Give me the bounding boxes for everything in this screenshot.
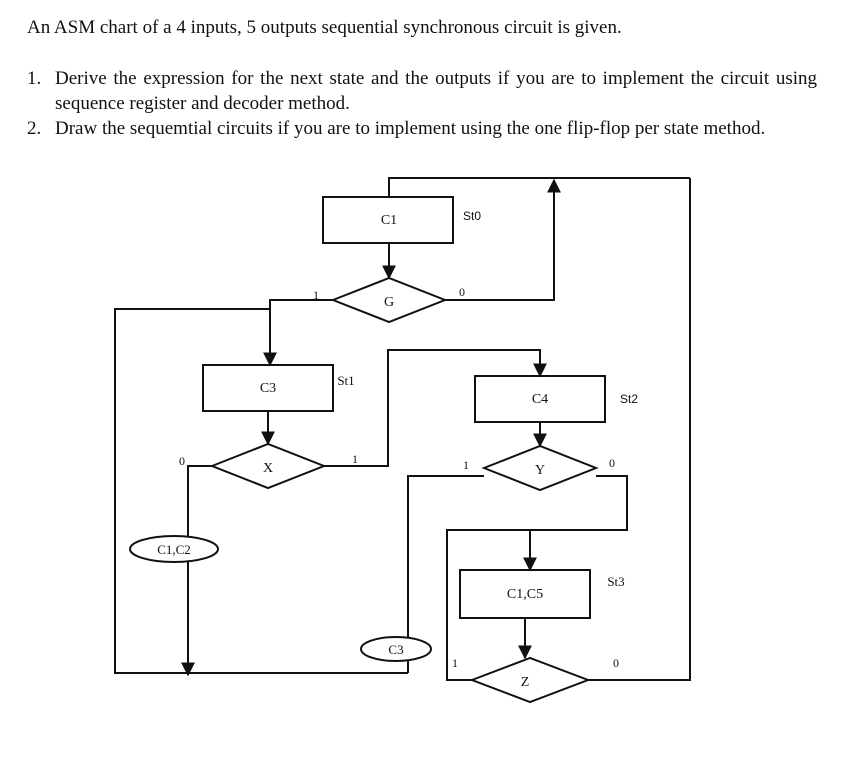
- state-output-st0: C1: [381, 213, 397, 228]
- cond-output-c3: C3: [388, 642, 403, 657]
- branch-z-true: 1: [452, 656, 458, 670]
- problem-title: An ASM chart of a 4 inputs, 5 outputs se…: [27, 17, 622, 38]
- branch-x-true: 1: [352, 452, 358, 466]
- question-1-text: Derive the expression for the next state…: [55, 68, 817, 114]
- flow-z0-return: [588, 178, 691, 681]
- flow-left-loop: [114, 308, 408, 674]
- branch-y-true: 1: [463, 458, 469, 472]
- question-1: 1. Derive the expression for the next st…: [27, 66, 817, 116]
- branch-g-false: 0: [459, 285, 465, 299]
- branch-x-false: 0: [179, 454, 185, 468]
- flow-x0-to-c1c2: [187, 465, 212, 536]
- decision-input-z: Z: [521, 675, 530, 690]
- decision-y: [481, 444, 599, 492]
- decision-input-x: X: [263, 461, 273, 476]
- flow-g1-to-st1: [263, 299, 333, 367]
- flow-y0-to-st3-b: [523, 529, 627, 572]
- flow-top-to-st0: [388, 177, 690, 197]
- flow-g0-loop: [445, 178, 561, 301]
- question-2-number: 2.: [27, 118, 42, 139]
- question-2-text: Draw the sequemtial circuits if you are …: [55, 118, 766, 139]
- state-label-st2: St2: [620, 392, 638, 406]
- state-box-st3: [459, 569, 591, 619]
- flow-y0-to-st3: [446, 475, 628, 570]
- branch-g-true: 1: [313, 288, 319, 302]
- decision-z: [469, 656, 591, 704]
- state-output-st1: C3: [260, 381, 276, 396]
- decision-input-y: Y: [535, 463, 545, 478]
- state-output-st2: C4: [532, 392, 548, 407]
- cond-output-c1c2: C1,C2: [157, 542, 191, 557]
- branch-y-false: 0: [609, 456, 615, 470]
- flow-z1-left: [446, 570, 472, 681]
- flow-x1-to-st2: [324, 349, 547, 467]
- flow-y1-to-c3: [407, 475, 484, 637]
- cond-output-oval-c3: [360, 636, 432, 662]
- cond-output-oval-c1c2: [129, 535, 219, 563]
- question-list: 1. Derive the expression for the next st…: [27, 66, 817, 141]
- question-1-number: 1.: [27, 68, 42, 89]
- decision-input-g: G: [384, 295, 394, 310]
- state-label-st1: St1: [337, 373, 354, 388]
- state-output-st3: C1,C5: [507, 587, 543, 602]
- branch-z-false: 0: [613, 656, 619, 670]
- question-2: 2. Draw the sequemtial circuits if you a…: [27, 116, 817, 141]
- state-label-st3: St3: [607, 574, 624, 589]
- state-label-st0: St0: [463, 209, 481, 223]
